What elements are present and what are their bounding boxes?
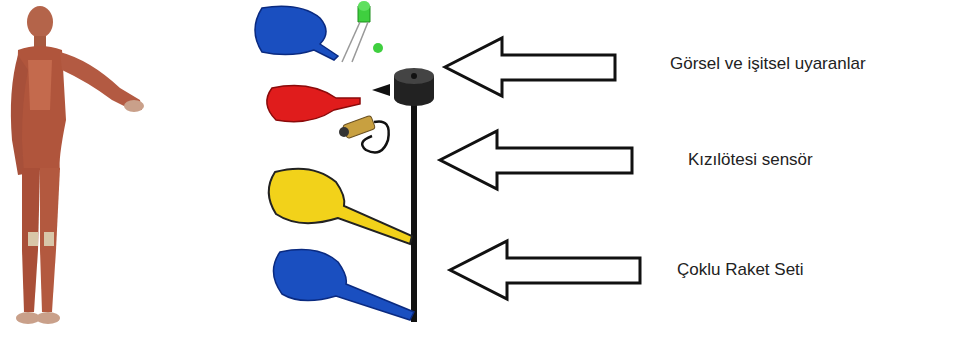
callout-label: Çoklu Raket Seti [677,260,804,280]
led [342,1,383,62]
human-figure [11,6,144,324]
callout-label: Kızılötesi sensör [688,150,813,170]
racket-set [255,6,414,320]
pointer-arrows [440,38,640,299]
callout-label: Görsel ve işitsel uyaranlar [670,54,866,74]
buzzer [372,68,434,106]
ir-sensor [339,115,389,152]
pole [411,82,417,322]
